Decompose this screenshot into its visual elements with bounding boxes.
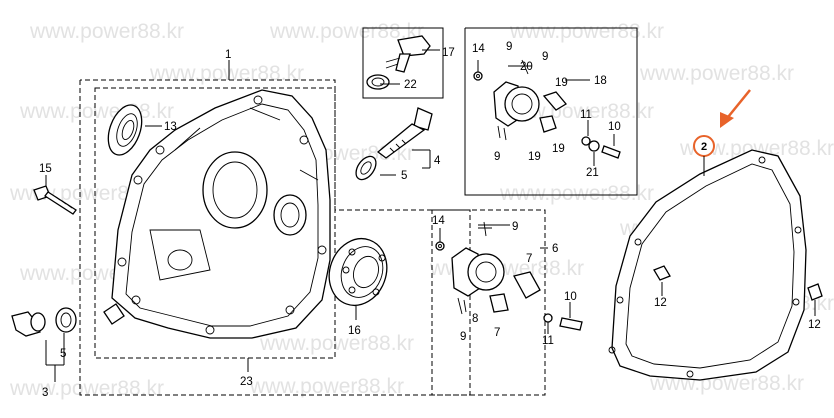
callout-9d: 9 — [512, 221, 518, 233]
leader-lines — [45, 49, 816, 382]
callout-2: 2 — [701, 141, 707, 153]
oil-seal-13 — [107, 104, 143, 156]
callout-22: 22 — [404, 79, 417, 91]
assembly-23-frame — [94, 87, 336, 359]
callout-labels: 1 13 15 5 3 23 16 4 5 17 22 14 9 9 20 19… — [39, 41, 821, 399]
callout-12a: 12 — [654, 297, 667, 309]
callout-23: 23 — [240, 376, 253, 388]
group-frames — [79, 27, 638, 396]
assembly-1-frame — [79, 79, 471, 396]
bolt-15 — [33, 185, 77, 215]
gasket-2 — [608, 149, 807, 381]
callout-7b: 7 — [494, 327, 500, 339]
governor-18 — [473, 59, 621, 159]
watermark: www.power88.kr — [639, 62, 794, 85]
watermark: www.power88.kr — [19, 100, 174, 123]
callout-14b: 14 — [432, 215, 445, 227]
watermark: www.power88.kr — [259, 332, 414, 355]
dowel-pin-12 — [653, 265, 823, 301]
callout-11a: 11 — [580, 109, 592, 121]
watermark: www.power88.kr — [679, 137, 834, 160]
breather-17 — [366, 35, 431, 90]
callout-13: 13 — [164, 121, 177, 133]
callout-1: 1 — [225, 49, 231, 61]
box-18 — [464, 27, 638, 196]
callout-10a: 10 — [608, 121, 621, 133]
callout-9c: 9 — [494, 151, 500, 163]
callout-12b: 12 — [808, 319, 821, 331]
callout-3: 3 — [42, 387, 48, 399]
highlight-marker: 2 — [693, 89, 751, 157]
callout-9e: 9 — [460, 331, 466, 343]
callout-14a: 14 — [472, 43, 485, 55]
box-6 — [431, 209, 546, 396]
drain-plug-3 — [11, 307, 77, 337]
watermark: www.power88.kr — [509, 20, 664, 43]
box-17-22 — [362, 27, 444, 99]
callout-4: 4 — [434, 155, 441, 167]
watermark: www.power88.kr — [499, 182, 654, 205]
watermark: www.power88.kr — [9, 377, 164, 400]
callout-16: 16 — [348, 325, 361, 337]
watermark: www.power88.kr — [29, 20, 184, 43]
callout-9b: 9 — [542, 51, 548, 63]
callout-6: 6 — [552, 243, 558, 255]
dipstick-4 — [355, 107, 433, 181]
callout-9a: 9 — [506, 41, 512, 53]
watermark: www.power88.kr — [249, 375, 404, 398]
callout-10b: 10 — [564, 291, 577, 303]
callout-5b: 5 — [401, 170, 407, 182]
crankcase-cover — [103, 89, 331, 339]
callout-19b: 19 — [552, 143, 565, 155]
callout-18: 18 — [594, 75, 607, 87]
callout-8: 8 — [472, 313, 478, 325]
bearing-16 — [328, 237, 388, 307]
callout-19c: 19 — [528, 151, 541, 163]
callout-20: 20 — [520, 61, 533, 73]
callout-7a: 7 — [526, 253, 532, 265]
callout-5a: 5 — [60, 348, 66, 360]
watermark: www.power88.kr — [149, 62, 304, 85]
watermark: www.power88.kr — [269, 20, 424, 43]
governor-6 — [435, 221, 583, 331]
callout-15: 15 — [39, 163, 52, 175]
callout-19a: 19 — [555, 77, 568, 89]
callout-17: 17 — [442, 47, 455, 59]
callout-11b: 11 — [542, 335, 554, 347]
callout-21: 21 — [586, 167, 599, 179]
